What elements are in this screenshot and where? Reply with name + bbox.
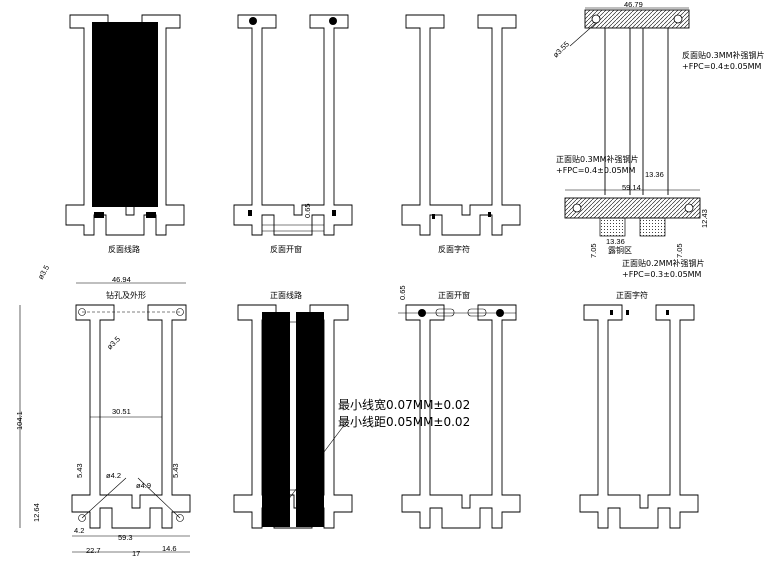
dim-1336: 13.36 bbox=[645, 170, 664, 179]
dim-dia-49: ø4.9 bbox=[136, 481, 151, 490]
note-front-stiff-2: +FPC=0.4±0.05MM bbox=[556, 166, 636, 175]
note-min-space: 最小线距0.05MM±0.02 bbox=[338, 415, 470, 429]
dim-1041: 104.1 bbox=[15, 411, 24, 430]
note-front-stiff-1: 正面贴0.3MM补强钢片 bbox=[556, 154, 639, 164]
dim-227: 22.7 bbox=[86, 546, 101, 555]
back-silk-label: 反面字符 bbox=[438, 244, 470, 254]
note-exposed-copper: 露铜区 bbox=[608, 245, 632, 255]
dim-1264: 12.64 bbox=[32, 503, 41, 522]
dim-146: 14.6 bbox=[162, 544, 177, 553]
dim-dia-35: ø3.5 bbox=[36, 263, 51, 281]
dim-top-4679: 46.79 bbox=[624, 0, 643, 9]
dim-705a: 7.05 bbox=[589, 243, 598, 258]
dim-dia-35b: ø3.5 bbox=[105, 334, 122, 351]
note-back-stiff-1: 反面贴0.3MM补强钢片 bbox=[682, 50, 765, 60]
dim-543b: 5.43 bbox=[171, 463, 180, 478]
note-front-stiff2-1: 正面贴0.2MM补强钢片 bbox=[622, 258, 705, 268]
note-min-width: 最小线宽0.07MM±0.02 bbox=[338, 397, 470, 412]
dim-543a: 5.43 bbox=[75, 463, 84, 478]
dim-17: 17 bbox=[132, 549, 140, 558]
view-back-mask: 0.65 反面开窗 bbox=[233, 14, 353, 254]
dim-1336b: 13.36 bbox=[606, 237, 625, 246]
view-back-silk: 反面字符 bbox=[401, 14, 521, 254]
front-mask-label: 正面开窗 bbox=[438, 290, 470, 300]
dim-dia-42: ø4.2 bbox=[106, 471, 121, 480]
dim-1243: 12.43 bbox=[700, 209, 709, 228]
dim-593: 59.3 bbox=[118, 533, 133, 542]
back-mask-label: 反面开窗 bbox=[270, 244, 302, 254]
dim-5914: 59.14 bbox=[622, 183, 641, 192]
dim-front-065: 0.65 bbox=[398, 285, 407, 300]
front-trace-label: 正面线路 bbox=[270, 290, 302, 300]
note-front-stiff2-2: +FPC=0.3±0.05MM bbox=[622, 270, 702, 279]
view-front-trace: 正面线路 最小线宽0.07MM±0.02 最小线距0.05MM±0.02 bbox=[233, 290, 470, 529]
view-stiffener: 46.79 ø3.55 反面贴0.3MM补强钢片 +FPC=0.4±0.05MM… bbox=[551, 0, 764, 279]
dim-dia-355: ø3.55 bbox=[551, 39, 571, 59]
dim-3051: 30.51 bbox=[112, 407, 131, 416]
view-front-mask: 0.65 正面开窗 bbox=[398, 285, 521, 529]
dim-4694: 46.94 bbox=[112, 275, 131, 284]
note-back-stiff-2: +FPC=0.4±0.05MM bbox=[682, 62, 762, 71]
view-drill-outline: ø3.5 46.94 钻孔及外形 ø3.5 104.1 30.51 5.43 5… bbox=[15, 263, 191, 558]
back-trace-label: 反面线路 bbox=[108, 244, 140, 254]
dim-705b: 7.05 bbox=[675, 243, 684, 258]
trace-block bbox=[92, 22, 158, 207]
dim-mask-065: 0.65 bbox=[303, 203, 312, 218]
drill-outline-label: 钻孔及外形 bbox=[106, 290, 146, 300]
front-silk-label: 正面字符 bbox=[616, 290, 648, 300]
view-front-silk: 正面字符 bbox=[579, 290, 699, 529]
dim-42: 4.2 bbox=[74, 526, 84, 535]
view-back-trace: 反面线路 bbox=[65, 14, 185, 254]
